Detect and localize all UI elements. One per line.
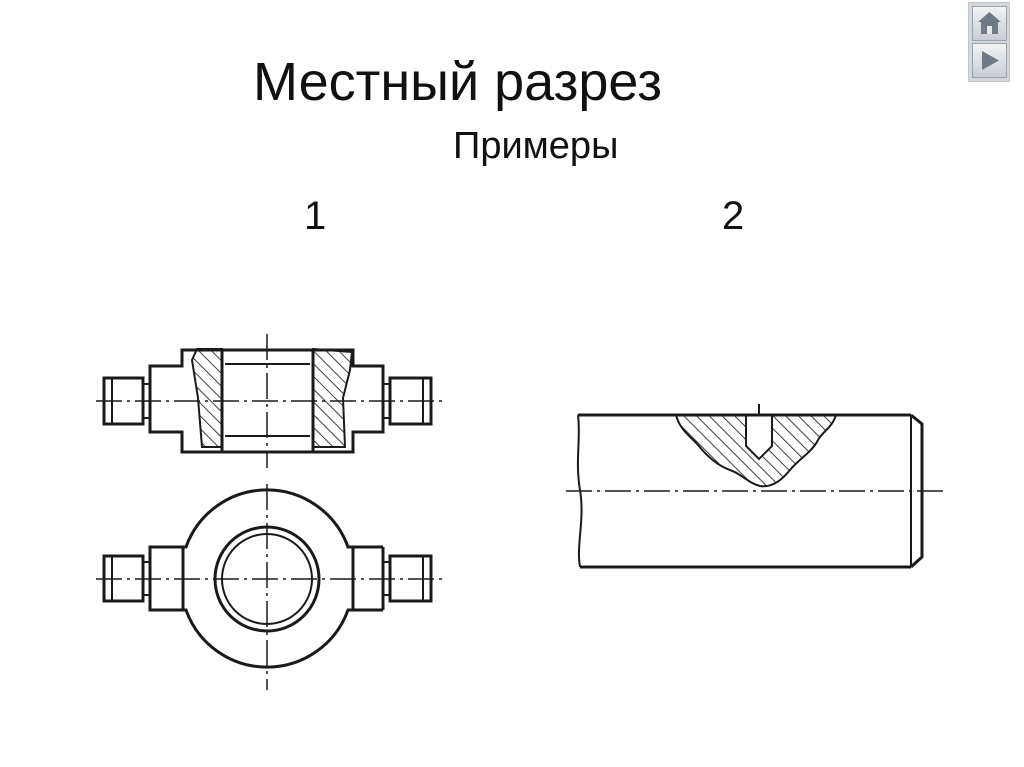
left-bolt: [102, 376, 145, 426]
centerlines-top-view: [96, 334, 442, 468]
next-slide-button[interactable]: [972, 43, 1007, 78]
ring-body-outline: [148, 488, 355, 669]
slide-navigation-panel: [968, 2, 1010, 82]
slide-title: Местный разрез: [253, 52, 663, 112]
home-button[interactable]: [972, 6, 1007, 41]
example-1-section-view: [102, 347, 433, 454]
right-bolt: [388, 376, 433, 426]
hatched-section-right: [312, 347, 354, 448]
home-icon: [978, 12, 1001, 34]
hatched-section-left: [190, 348, 223, 448]
slide-subtitle: Примеры: [453, 125, 619, 167]
example-1-label: 1: [304, 194, 327, 238]
example-2-shaft-view: [576, 404, 924, 569]
left-bolt-front: [102, 554, 145, 603]
example-2-label: 2: [722, 194, 745, 238]
right-bolt-front: [388, 554, 433, 603]
body-outline: [148, 348, 385, 454]
play-next-icon: [982, 51, 999, 70]
centerlines-front-view: [96, 484, 442, 690]
